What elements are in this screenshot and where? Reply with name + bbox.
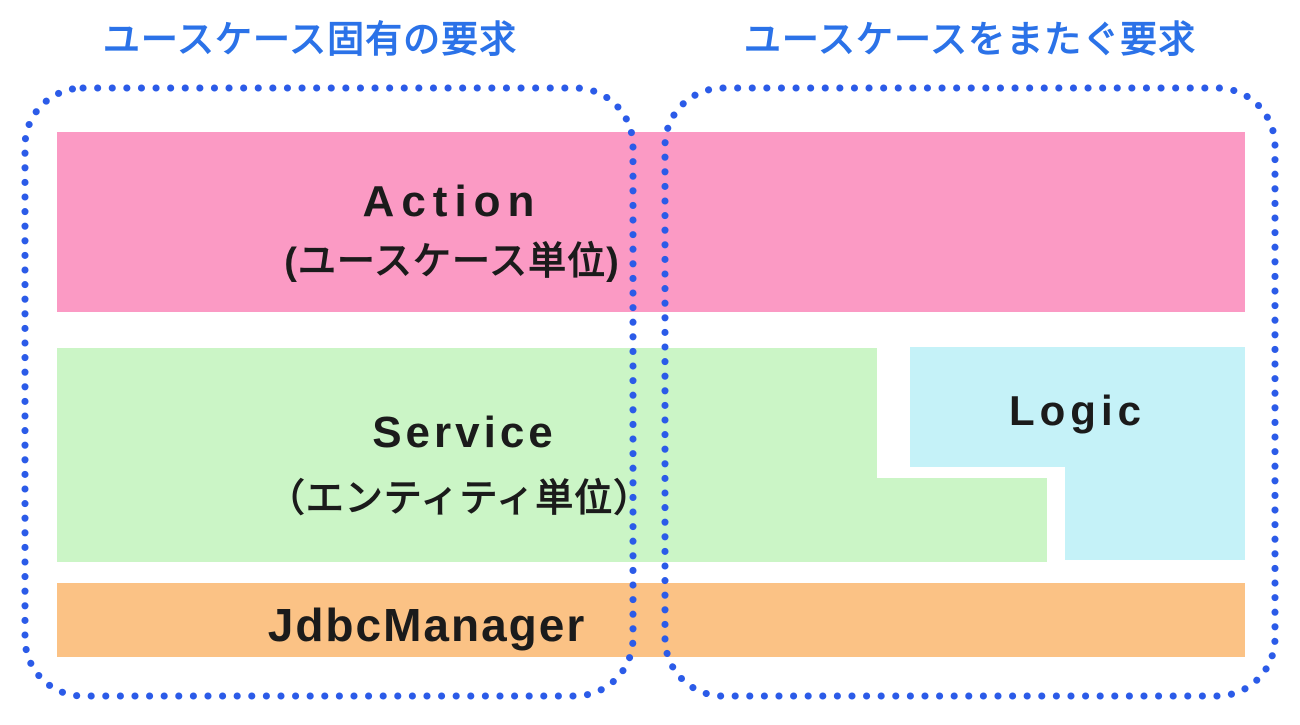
jdbcmanager-label: JdbcManager [267, 599, 587, 651]
action-label: Action [362, 177, 542, 226]
service-sublabel: （エンティティ単位） [266, 478, 653, 520]
action-sublabel: (ユースケース単位) [284, 241, 620, 283]
logic-box-extension [1065, 347, 1245, 560]
logic-label: Logic [1009, 387, 1146, 434]
service-layer-extension [877, 478, 1047, 562]
right-region-title: ユースケースをまたぐ要求 [743, 19, 1197, 60]
service-label: Service [372, 408, 557, 457]
left-region-title: ユースケース固有の要求 [102, 19, 518, 60]
